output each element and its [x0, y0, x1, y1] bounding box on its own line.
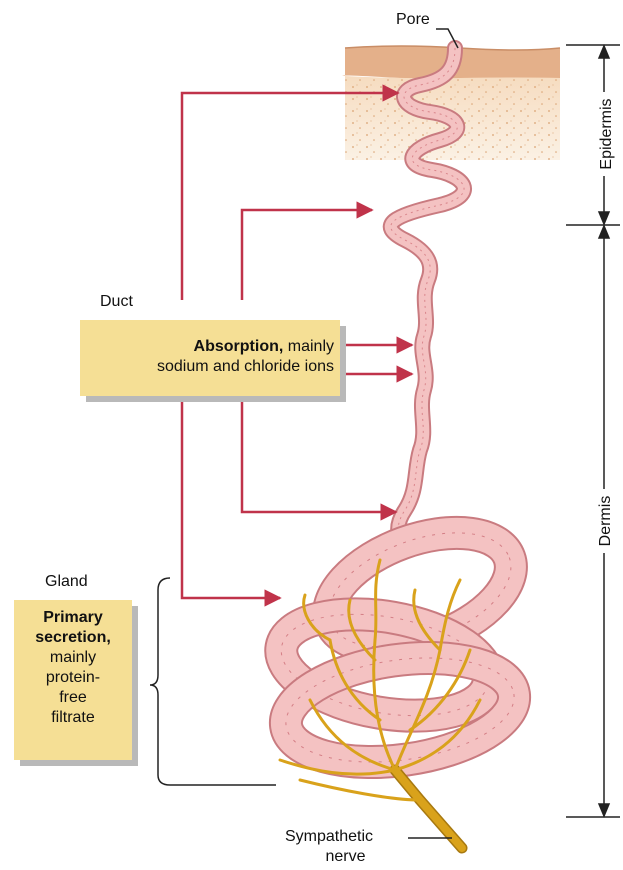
absorption-line2: sodium and chloride ions: [80, 357, 334, 377]
secretion-callout: Primary secretion, mainly protein- free …: [14, 600, 132, 760]
nerve-label-line1: Sympathetic: [285, 827, 373, 847]
epidermis-label: Epidermis: [598, 92, 616, 176]
absorption-bold: Absorption,: [194, 338, 284, 355]
pore-label: Pore: [396, 10, 430, 30]
gland-bracket: [150, 578, 276, 785]
absorption-line1: Absorption, mainly: [80, 337, 334, 357]
secretion-line6: filtrate: [14, 708, 132, 728]
secretion-line4: protein-: [14, 668, 132, 688]
nerve-label: Sympathetic nerve: [285, 827, 373, 867]
secretion-bold-2: secretion,: [14, 628, 132, 648]
arrow-to-lower-duct: [242, 400, 396, 512]
secretion-line3: mainly: [14, 648, 132, 668]
dermis-label: Dermis: [597, 489, 615, 553]
secretion-bold-1: Primary: [14, 608, 132, 628]
secretion-line5: free: [14, 688, 132, 708]
arrow-to-upper-duct: [242, 210, 372, 300]
absorption-callout: Absorption, mainly sodium and chloride i…: [80, 320, 340, 396]
arrow-to-gland: [182, 400, 280, 598]
sweat-gland-coil: [273, 511, 526, 776]
duct-label: Duct: [100, 292, 133, 312]
gland-label: Gland: [45, 572, 88, 592]
nerve-label-line2: nerve: [318, 847, 373, 867]
absorption-rest: mainly: [283, 338, 334, 355]
